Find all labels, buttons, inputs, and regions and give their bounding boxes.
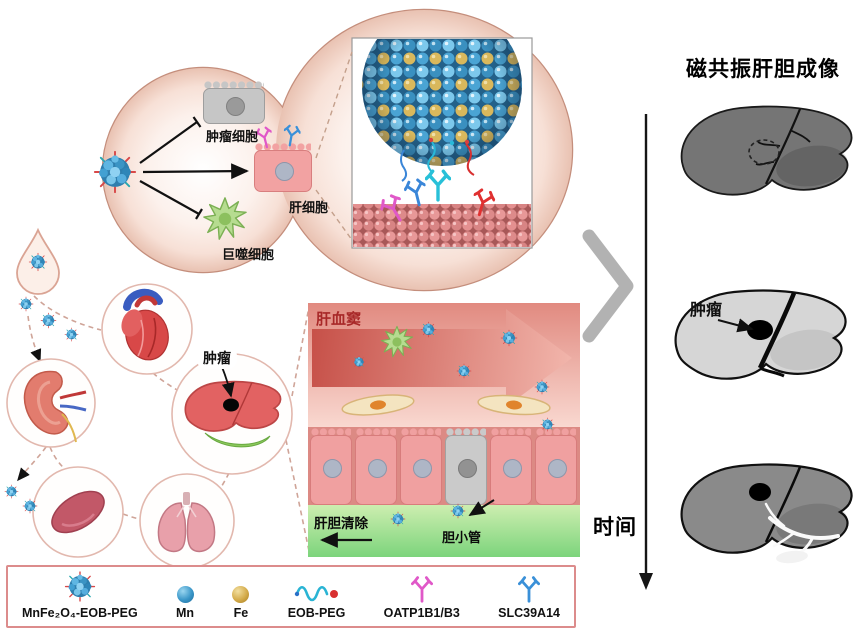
tumor-spot (223, 398, 239, 412)
sinusoid-title: 肝血窦 (316, 311, 362, 328)
legend: MnFe₂O₄-EOB-PEG Mn Fe EOB-PEG OATP1B1/B3… (6, 565, 576, 628)
nanoparticle-icon (92, 149, 138, 195)
legend-item-fe: Fe (232, 570, 250, 620)
hepatocyte-cell (310, 428, 352, 505)
nanoparticle-icon (64, 327, 79, 342)
hepatocyte-cell (355, 428, 397, 505)
hepatocyte-cell (490, 428, 532, 505)
legend-label: MnFe₂O₄-EOB-PEG (22, 606, 138, 620)
fe-sphere-icon (232, 586, 250, 603)
time-axis (639, 114, 653, 590)
legend-label: OATP1B1/B3 (383, 606, 460, 620)
sinusoid-panel: 肝血窦 肝胆清除 胆小管 (308, 303, 580, 557)
inset-callout-lines (315, 51, 353, 241)
tumor-spot (749, 483, 771, 501)
mri-liver-tumor (674, 289, 847, 380)
nanoparticle-icon (28, 252, 48, 272)
eob-peg-icon (294, 586, 338, 602)
legend-item-mn: Mn (176, 570, 194, 620)
circulation-tumor-label: 肿瘤 (197, 347, 237, 369)
tumor-cell (203, 81, 265, 124)
tumor-pointer-arrow (221, 366, 235, 398)
legend-label: Mn (176, 606, 195, 620)
gallbladder (776, 550, 808, 564)
biliary-tree (768, 516, 840, 540)
bile-clearance-band (308, 505, 580, 557)
bile-canaliculus-label: 胆小管 (442, 530, 482, 545)
macrophage-icon (202, 196, 248, 242)
mn-sphere-icon (176, 586, 194, 603)
heart-illustration (121, 288, 169, 361)
legend-label: EOB-PEG (287, 606, 346, 620)
nanoparticle-icon (540, 417, 555, 432)
nanoparticle-icon (450, 503, 466, 519)
tumor-cell (445, 428, 487, 505)
kupffer-cell-icon (380, 325, 414, 359)
legend-item-slc: SLC39A14 (498, 570, 560, 620)
circulation-liver (184, 366, 282, 448)
legend-item-nanoparticle: MnFe₂O₄-EOB-PEG (22, 570, 138, 620)
nanoparticle-icon (390, 511, 406, 527)
mri-liver-precontrast (680, 105, 853, 196)
mri-title: 磁共振肝胆成像 (686, 58, 840, 81)
time-label: 时间 (593, 516, 637, 539)
nanoparticle-icon (18, 296, 34, 312)
macrophage-label: 巨噬细胞 (222, 247, 275, 262)
clearance-label: 肝胆清除 (314, 516, 368, 531)
mri-liver-delayed (680, 463, 853, 564)
nanoparticle-icon (22, 498, 38, 514)
legend-label: SLC39A14 (498, 606, 560, 620)
hepatocyte-cell (400, 428, 442, 505)
legend-item-eob-peg: EOB-PEG (287, 570, 346, 620)
nanoparticle-icon (456, 363, 472, 379)
kidney-illustration (23, 370, 87, 443)
nanoparticle-icon (63, 570, 97, 603)
hepatocyte-cell (535, 428, 577, 505)
spleen-illustration (51, 490, 105, 534)
slc-receptor-icon (518, 575, 540, 603)
gallbladder-green (204, 432, 271, 448)
roi-dashed-circle (748, 139, 780, 165)
nanoparticle-icon (534, 379, 550, 395)
nanoparticle-icon (40, 312, 57, 329)
nanoparticle-icon (500, 329, 518, 347)
hepatocyte-cell (254, 143, 312, 192)
oatp-receptor-icon (411, 575, 433, 603)
tumor-cell-label: 肿瘤细胞 (206, 129, 259, 144)
chevron-right-icon (582, 229, 634, 343)
legend-item-oatp: OATP1B1/B3 (384, 570, 460, 620)
nanoparticle-icon (352, 355, 366, 369)
nanoparticle-binding-inset (351, 37, 533, 249)
lungs-illustration (157, 492, 216, 553)
legend-label: Fe (233, 606, 249, 620)
nanoparticle-icon (4, 484, 19, 499)
nanoparticle-icon (420, 321, 437, 338)
tumor-pointer-arrow (717, 318, 754, 333)
tumor-spot (747, 320, 773, 340)
mri-tumor-label: 肿瘤 (690, 302, 723, 319)
targeting-arrows (139, 116, 249, 220)
hepatocyte-label: 肝细胞 (289, 200, 329, 215)
